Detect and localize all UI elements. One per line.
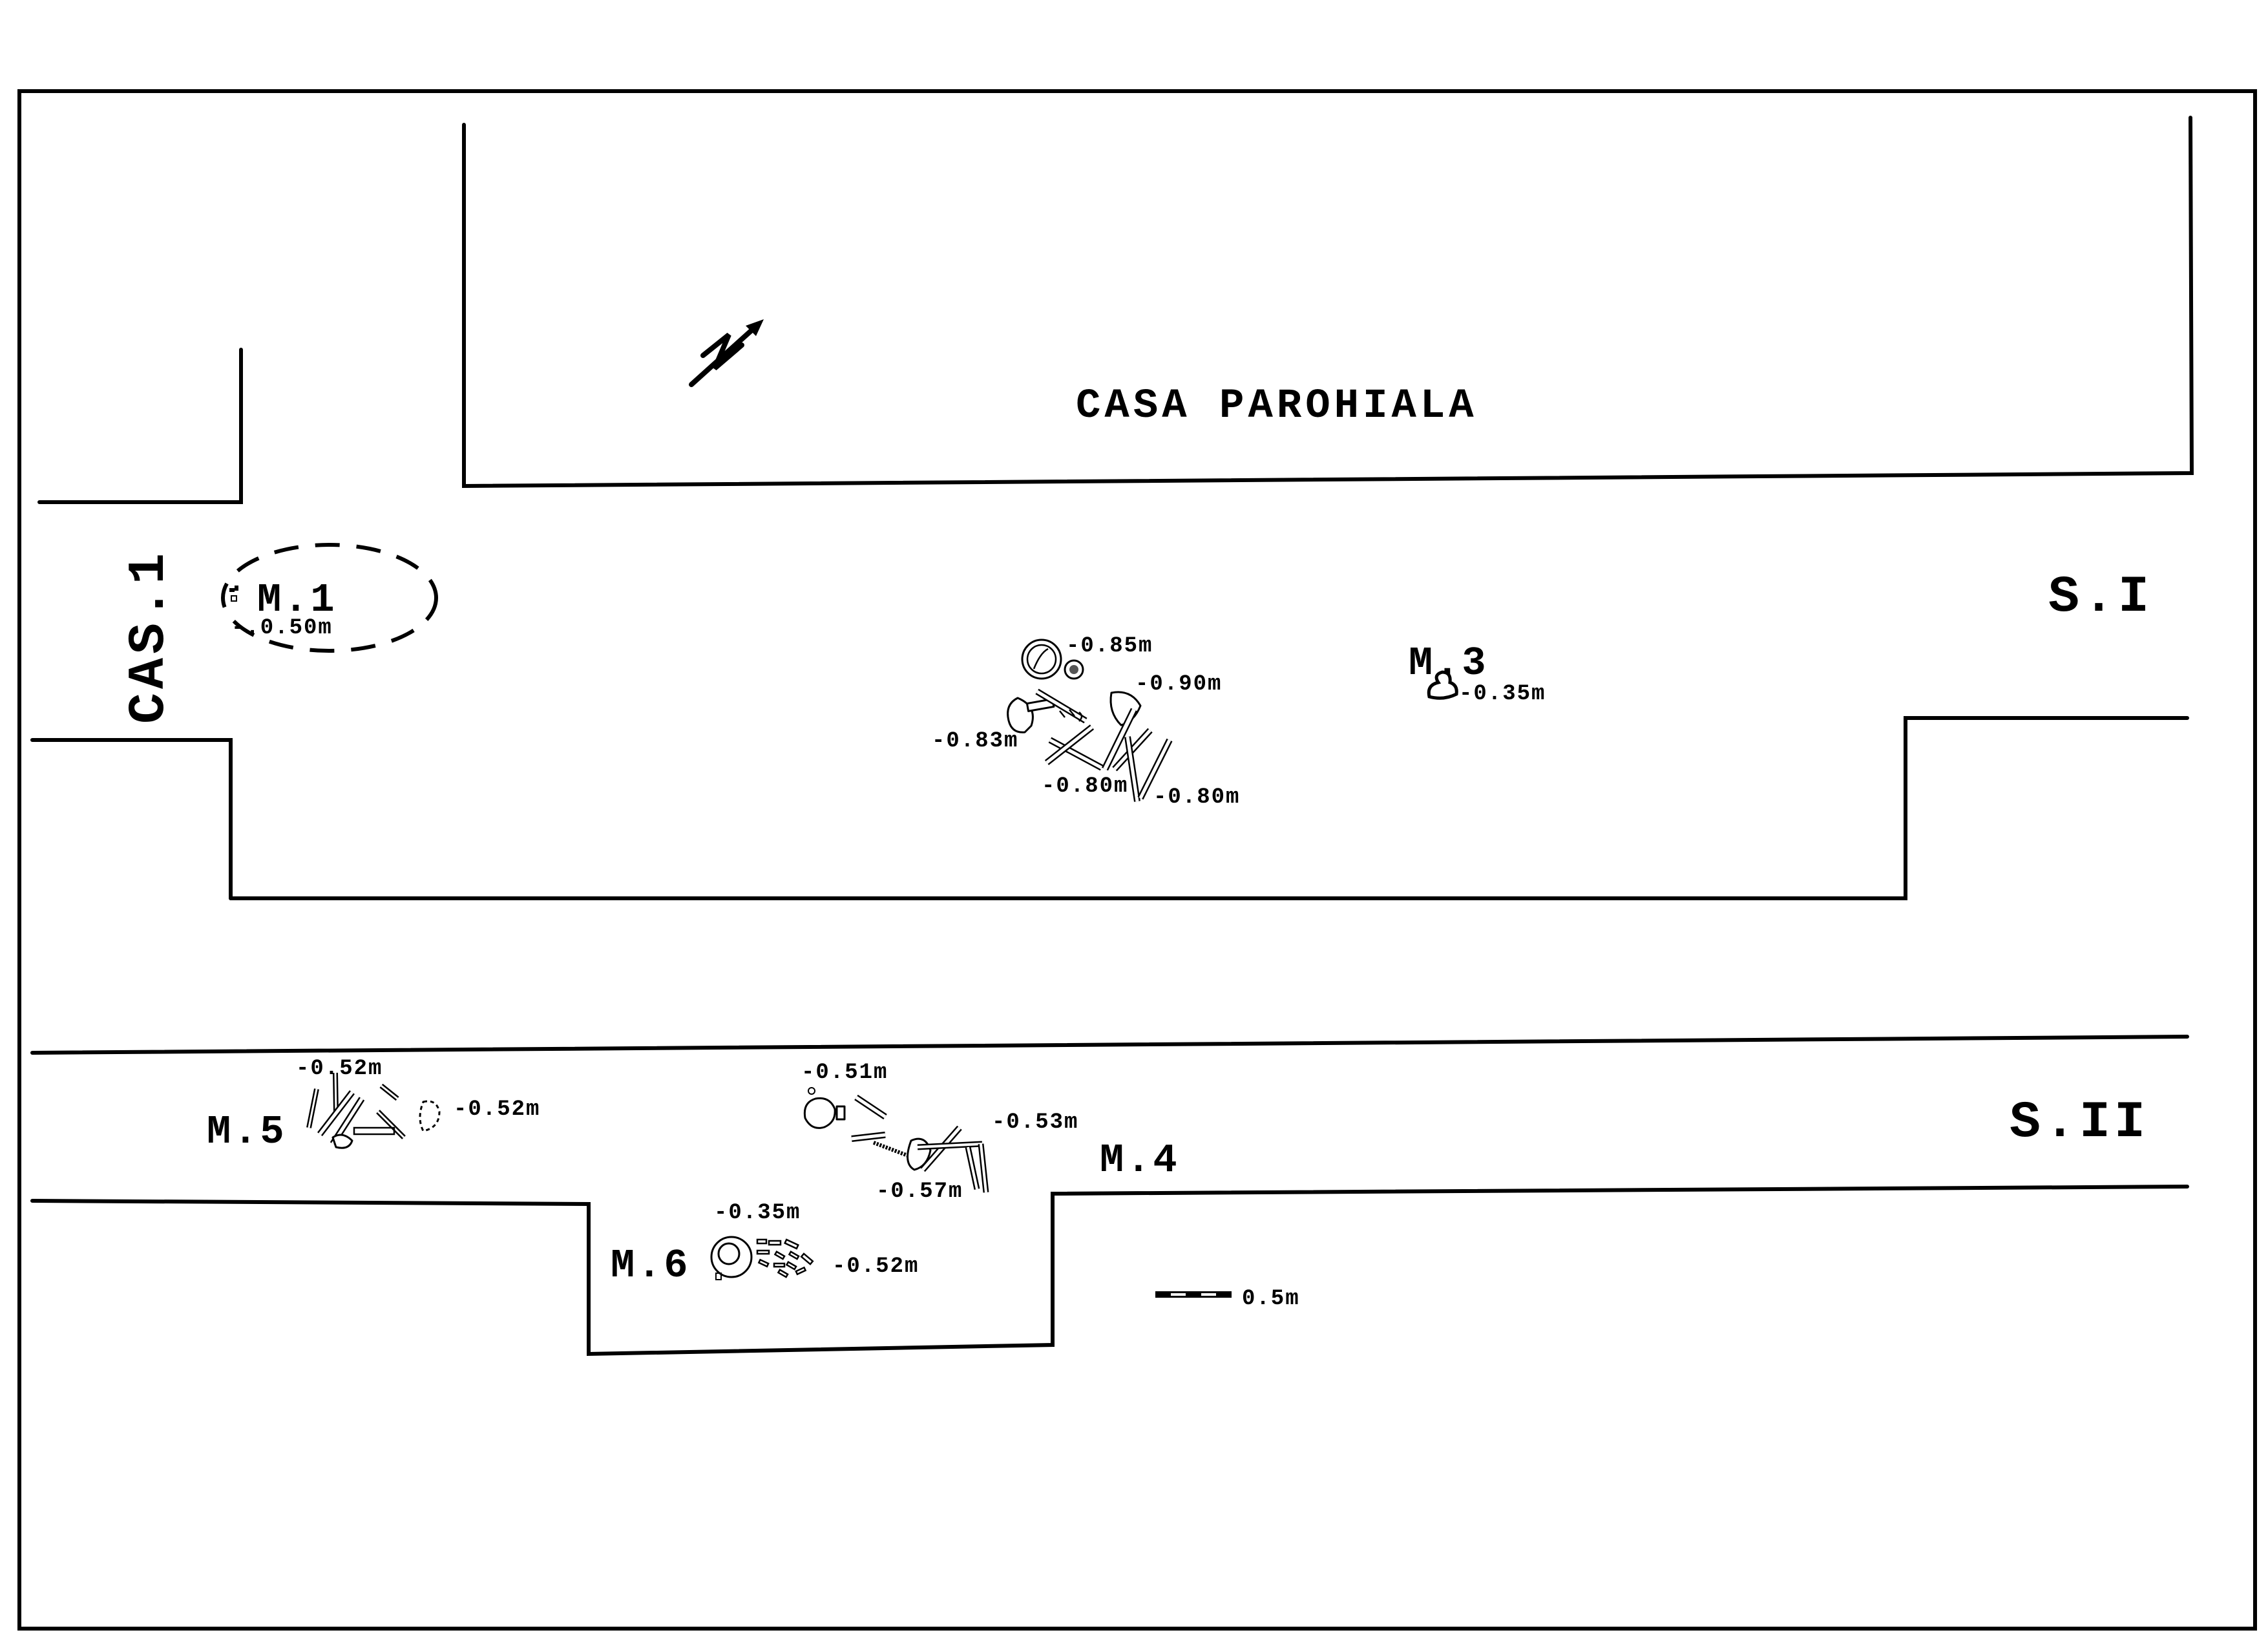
m2-depth-upper: -0.90m — [1135, 672, 1222, 697]
s1-label: S.I — [2048, 568, 2153, 627]
m2-depth-skull: -0.85m — [1066, 634, 1153, 659]
m5-depth-top: -0.52m — [296, 1057, 383, 1081]
grave-m1: M.1 -.0.50m — [221, 543, 438, 653]
m4-depth-head: -0.51m — [801, 1061, 888, 1085]
m6-depth-top: -0.35m — [714, 1201, 801, 1225]
casa-parohiala-label: CASA PAROHIALA — [1076, 383, 1478, 430]
m3-label: M.3 — [1409, 640, 1489, 686]
grave-m5: M.5 -0.52m -0.52m — [207, 1057, 540, 1155]
grave-m4: -0.51m -0.53m -0.57m M.4 — [801, 1061, 1180, 1204]
m1-bone-fragments-icon — [229, 586, 238, 602]
scale-bar-label: 0.5m — [1242, 1287, 1300, 1311]
m1-label: M.1 — [257, 577, 337, 623]
m6-label: M.6 — [611, 1243, 691, 1289]
north-arrow-icon — [689, 319, 764, 387]
m2-depth-left: -0.83m — [932, 729, 1018, 754]
m4-label: M.4 — [1100, 1137, 1180, 1183]
m2-depth-lower-right: -0.80m — [1153, 785, 1240, 810]
s2-trench-outline — [30, 1035, 2189, 1357]
cas1-label: CAS.1 — [120, 549, 179, 724]
grave-m6: -0.35m M.6 -0.52m — [611, 1201, 919, 1289]
scale-bar: 0.5m — [1155, 1287, 1300, 1311]
s2-label: S.II — [2010, 1093, 2149, 1152]
casa-parohiala-outline — [462, 116, 2194, 489]
sheet-frame — [17, 89, 2257, 1631]
m1-depth: -.0.50m — [231, 616, 333, 640]
skeleton-drawing-icon — [306, 1072, 441, 1149]
skeleton-drawing-icon — [1007, 639, 1173, 802]
m2-depth-lower-left: -0.80m — [1042, 774, 1128, 799]
s1-trench-outline — [229, 716, 2189, 900]
m5-depth-right: -0.52m — [454, 1097, 540, 1122]
m5-label: M.5 — [207, 1109, 287, 1155]
skeleton-drawing-icon — [803, 1087, 989, 1193]
grave-m2: -0.85m -0.90m -0.83m -0.80m -0.80m — [932, 634, 1240, 810]
m1-pit-outline — [221, 543, 438, 653]
vessel-and-bones-icon — [710, 1236, 814, 1280]
m4-depth-right: -0.53m — [992, 1110, 1078, 1135]
cas1-trench-outline — [30, 348, 243, 900]
grave-m3: M.3 -0.35m — [1409, 640, 1546, 706]
m3-bone-fragment-icon — [1427, 670, 1458, 700]
m4-depth-bottom: -0.57m — [876, 1179, 963, 1204]
m3-depth: -0.35m — [1459, 682, 1546, 706]
m6-depth-right: -0.52m — [832, 1254, 919, 1279]
